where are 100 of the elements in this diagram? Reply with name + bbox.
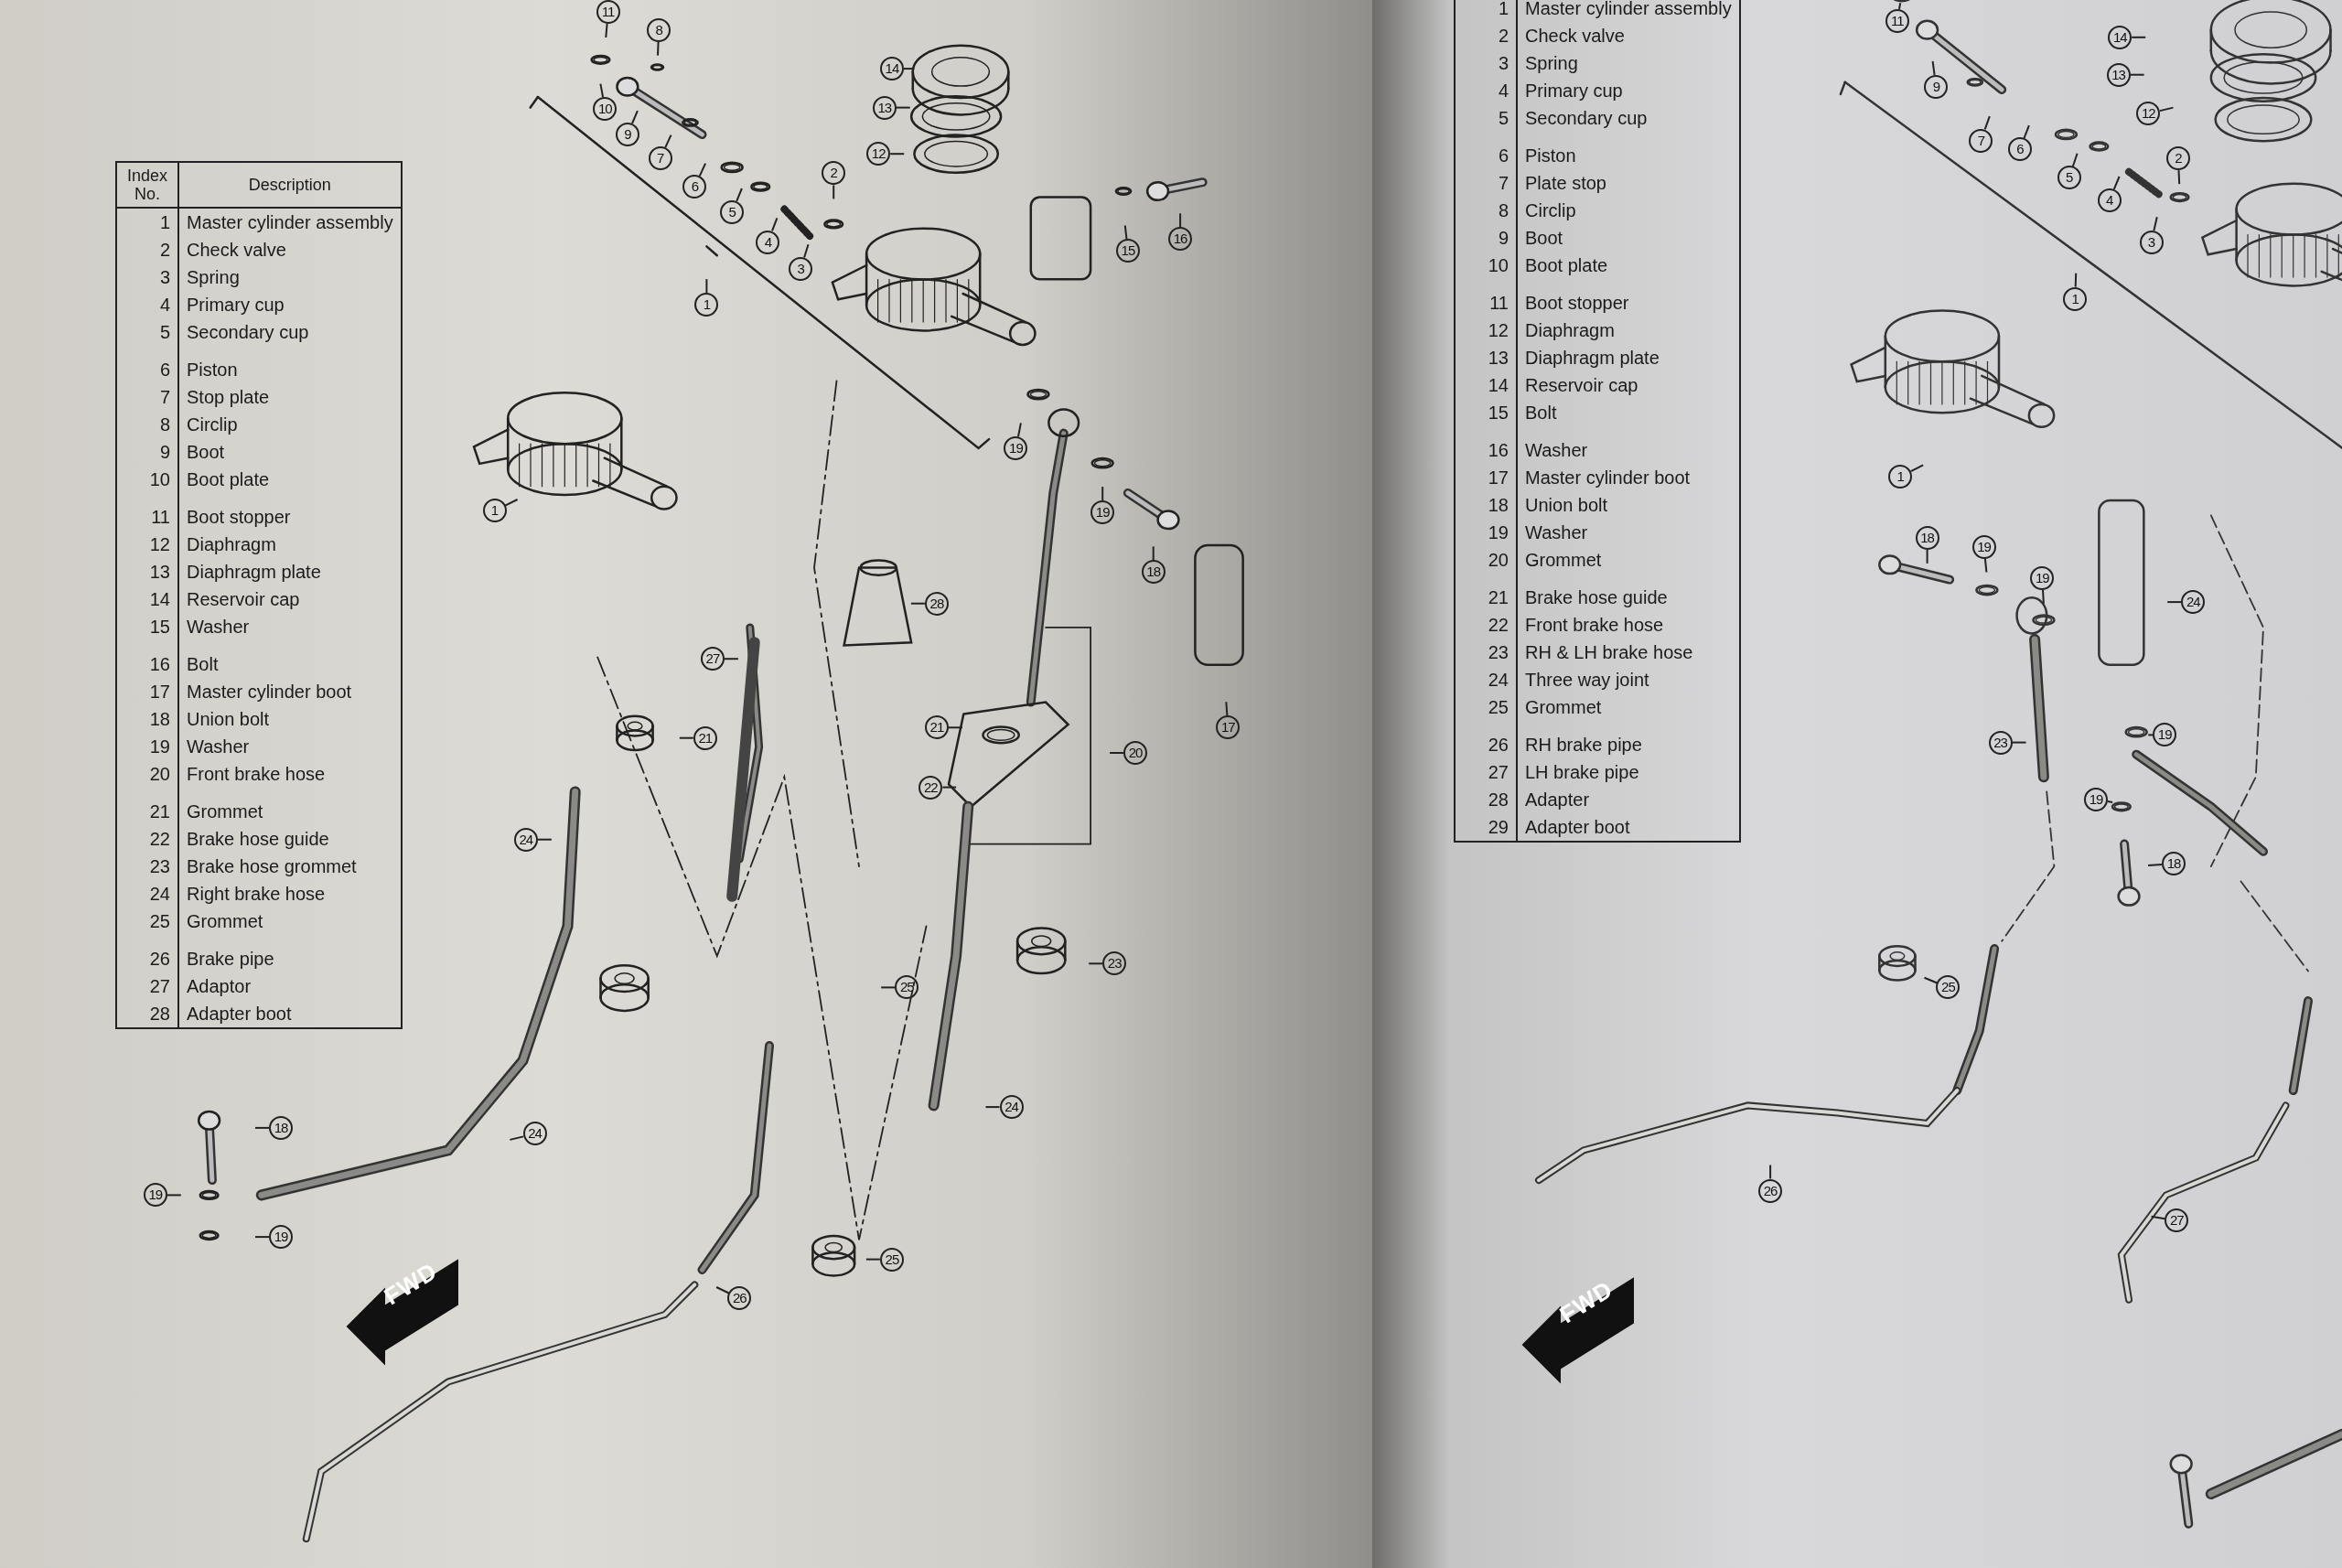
callout-number: 19 (2084, 787, 2109, 811)
callout-number: 9 (615, 122, 639, 146)
index-number: 9 (116, 438, 178, 466)
callout-number: 18 (269, 1115, 293, 1140)
callout-number: 19 (2153, 723, 2177, 747)
part-description: Diaphragm (1517, 317, 1740, 344)
leader-line (1017, 422, 1022, 438)
leader-line (536, 838, 553, 841)
callout-number: 6 (2007, 137, 2032, 162)
callout-number: 27 (2165, 1208, 2189, 1233)
part-description: Boot stopper (1517, 279, 1740, 317)
leader-line (2166, 601, 2183, 604)
callout-number: 21 (924, 715, 949, 740)
index-number: 18 (1455, 491, 1517, 519)
callout-number: 7 (648, 146, 672, 171)
index-number: 9 (1455, 224, 1517, 252)
index-number: 21 (1455, 574, 1517, 611)
part-description: Master cylinder boot (178, 678, 402, 705)
leader-line (664, 134, 672, 149)
part-description: Adapter boot (1517, 813, 1740, 842)
index-number: 6 (1455, 132, 1517, 169)
leader-line (736, 188, 743, 202)
leader-line (715, 1286, 730, 1294)
leader-line (254, 1236, 270, 1239)
leader-line (1926, 548, 1928, 564)
part-description: Adaptor (178, 972, 402, 1000)
index-number: 4 (1455, 77, 1517, 104)
callout-number: 2 (822, 161, 846, 186)
callout-number: 1 (2063, 286, 2088, 311)
part-description: Three way joint (1517, 666, 1740, 693)
part-description: RH & LH brake hose (1517, 639, 1740, 666)
callout-number: 24 (999, 1095, 1024, 1120)
index-number: 27 (1455, 758, 1517, 786)
callout-number: 19 (143, 1183, 167, 1208)
leader-line (1909, 464, 1925, 473)
part-description: Brake pipe (178, 935, 402, 972)
part-description: Diaphragm plate (1517, 344, 1740, 371)
leader-line (2153, 216, 2158, 231)
part-description: Circlip (1517, 197, 1740, 224)
leader-line (2023, 124, 2030, 140)
index-number: 19 (116, 733, 178, 760)
leader-line (1152, 545, 1155, 562)
index-number: 26 (116, 935, 178, 972)
callout-number: 17 (1216, 715, 1241, 740)
callout-number: 11 (1885, 8, 1909, 33)
index-number: 17 (1455, 464, 1517, 491)
part-description: Boot (178, 438, 402, 466)
leader-line (1109, 752, 1125, 754)
part-description: Master cylinder assembly (178, 208, 402, 236)
leader-line (254, 1126, 270, 1129)
leader-line (895, 106, 911, 109)
leader-line (1101, 486, 1104, 502)
leader-line (865, 1258, 881, 1261)
table-header: Description (178, 162, 402, 208)
part-description: Grommet (1517, 546, 1740, 574)
callout-number: 1 (694, 293, 719, 317)
part-description: Diaphragm (178, 531, 402, 558)
leader-line (889, 153, 906, 156)
leader-line (605, 23, 608, 38)
index-number: 1 (1455, 0, 1517, 22)
leader-line (678, 736, 694, 739)
part-description: Adapter (1517, 786, 1740, 813)
part-description: Washer (178, 613, 402, 640)
index-number: 10 (116, 466, 178, 493)
callout-number: 16 (1168, 227, 1193, 252)
callout-number: 18 (1915, 525, 1939, 550)
callout-number: 24 (522, 1122, 547, 1146)
index-number: 14 (1455, 371, 1517, 399)
callout-number: 27 (700, 647, 725, 671)
callout-number: 1 (1888, 464, 1913, 489)
leader-line (2129, 73, 2145, 76)
leader-line (947, 726, 963, 729)
leader-line (2074, 272, 2078, 288)
part-description: Diaphragm plate (178, 558, 402, 585)
part-description: Washer (178, 733, 402, 760)
part-description: Grommet (178, 908, 402, 935)
part-description: Right brake hose (178, 880, 402, 908)
part-description: Boot stopper (178, 493, 402, 531)
index-number: 25 (116, 908, 178, 935)
part-description: Primary cup (1517, 77, 1740, 104)
part-description: Front brake hose (1517, 611, 1740, 639)
index-number: 13 (116, 558, 178, 585)
index-number: 24 (116, 880, 178, 908)
callout-number: 6 (682, 175, 707, 199)
leader-line (1179, 212, 1182, 229)
leader-line (2147, 734, 2154, 736)
callout-number: 5 (2057, 166, 2081, 190)
index-number: 23 (1455, 639, 1517, 666)
callout-number: 24 (513, 827, 538, 852)
index-number: 22 (116, 825, 178, 853)
part-description: Union bolt (178, 705, 402, 733)
index-number: 1 (116, 208, 178, 236)
index-number: 16 (116, 640, 178, 678)
callout-number: 3 (789, 256, 813, 281)
leader-line (1123, 224, 1128, 241)
callout-number: 4 (756, 230, 780, 254)
leader-line (2071, 152, 2079, 167)
index-number: 5 (116, 318, 178, 346)
index-number: 17 (116, 678, 178, 705)
index-number: 15 (116, 613, 178, 640)
